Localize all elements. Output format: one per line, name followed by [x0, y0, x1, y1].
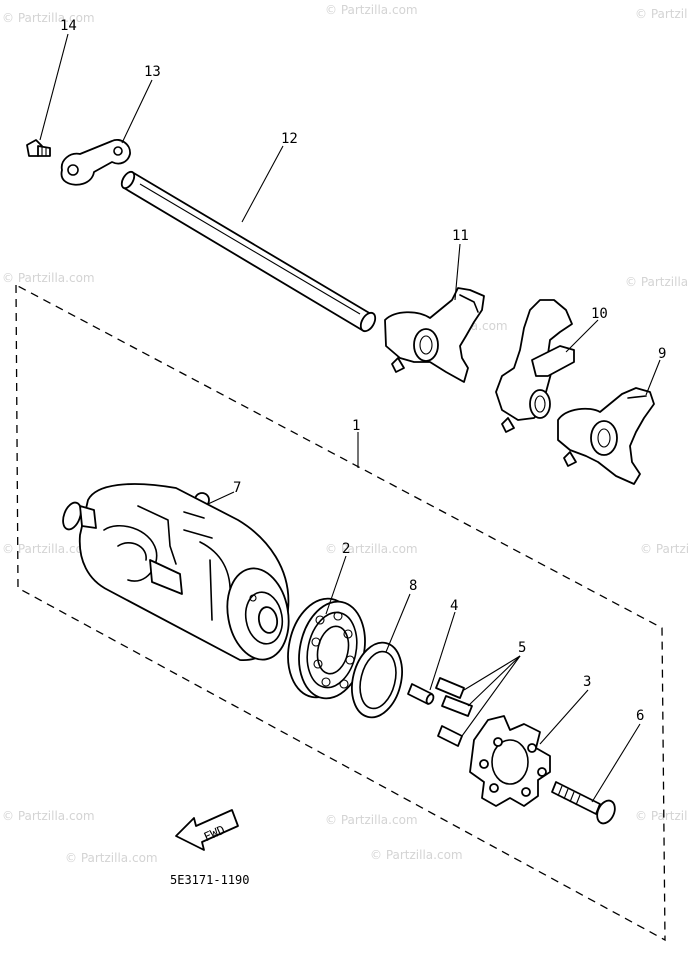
callout-6: 6	[636, 708, 644, 724]
watermark: © Partzilla.com	[640, 542, 688, 556]
callout-14: 14	[60, 18, 77, 34]
callout-1: 1	[352, 418, 360, 434]
shift-fork-part-9	[557, 387, 655, 485]
bearing-part-2	[287, 597, 366, 700]
callout-2: 2	[342, 541, 350, 557]
watermark: © Partzilla.com	[325, 813, 418, 827]
watermark: © Partzilla.com	[2, 271, 95, 285]
forward-arrow-icon: FWD	[175, 809, 239, 851]
bolt-part-6	[551, 781, 616, 825]
watermark: © Partzilla.com	[65, 851, 158, 865]
watermark: © Partzilla.com	[2, 11, 95, 25]
watermark: © Partzilla.com	[325, 542, 418, 556]
leader-lines	[39, 33, 661, 803]
watermark: © Partzilla.com	[325, 3, 418, 17]
shift-cam-drum	[62, 483, 290, 661]
pins-part-5	[435, 677, 473, 747]
callout-13: 13	[144, 64, 161, 80]
watermark: © Partzilla.com	[635, 809, 688, 823]
watermark: © Partzilla.com	[2, 542, 95, 556]
callout-10: 10	[591, 306, 608, 322]
watermark: © Partzilla.com	[635, 7, 688, 21]
guide-bar-part-12	[120, 170, 377, 333]
callout-5: 5	[518, 640, 526, 656]
callout-labels: 14 13 12 11 10 9 1 7 2 8 4 5 3 6	[60, 18, 666, 724]
callout-11: 11	[452, 228, 469, 244]
callout-8: 8	[409, 578, 417, 594]
watermark: © Partzilla.com	[370, 848, 463, 862]
watermark: © Partzilla.com	[2, 809, 95, 823]
callout-9: 9	[658, 346, 666, 362]
bolt-part-14	[26, 139, 51, 157]
shift-fork-part-10	[495, 299, 575, 433]
callout-3: 3	[583, 674, 591, 690]
dowel-part-4	[407, 683, 435, 705]
shift-fork-part-11	[384, 287, 485, 383]
segment-part-3	[469, 715, 551, 807]
callout-4: 4	[450, 598, 458, 614]
callout-12: 12	[281, 131, 298, 147]
watermark: © Partzilla.com	[625, 275, 688, 289]
lever-plate-part-13	[60, 139, 131, 186]
callout-7: 7	[233, 480, 241, 496]
diagram-code: 5E3171-1190	[170, 873, 249, 887]
circlip-part-8	[351, 641, 403, 719]
assembly-boundary	[15, 283, 666, 942]
